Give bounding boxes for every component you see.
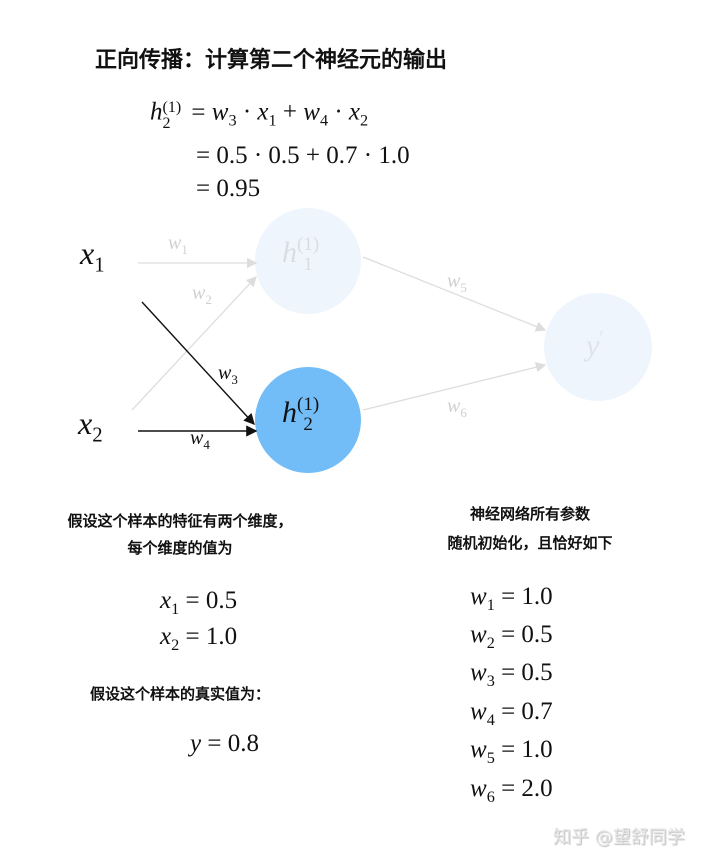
feature-desc-1: 假设这个样本的特征有两个维度， <box>67 512 293 530</box>
feature-x2: x2 = 1.0 <box>160 623 238 654</box>
eq-op: + <box>276 98 304 126</box>
weight-label-w3: w3 <box>218 362 238 387</box>
eq-lhs-sup: (1) <box>162 99 182 116</box>
param-w6: w6 = 2.0 <box>470 775 553 806</box>
eq-w: w <box>211 98 229 126</box>
hidden-node-1-label: h(1)1 <box>282 234 320 275</box>
eq-sub: 3 <box>228 111 237 130</box>
eq-op: · <box>236 98 258 126</box>
hidden-node-2 <box>255 367 361 473</box>
network-diagram <box>131 208 652 473</box>
weight-label-w1: w1 <box>168 232 188 257</box>
params-desc-1: 神经网络所有参数 <box>469 505 590 523</box>
input-x2: x2 <box>78 405 103 447</box>
input-x1: x1 <box>80 235 105 277</box>
eq-sub: 4 <box>319 111 329 130</box>
edge-w3 <box>141 301 255 426</box>
params-desc-2: 随机初始化，且恰好如下 <box>447 534 613 552</box>
output-node-label: y′ <box>586 328 604 362</box>
eq-lhs-sub: 2 <box>162 115 171 132</box>
feature-x1: x1 = 0.5 <box>160 587 238 618</box>
param-w4: w4 = 0.7 <box>470 698 553 729</box>
eq-op: · <box>328 98 349 126</box>
target-desc: 假设这个样本的真实值为： <box>89 685 270 703</box>
edge-w6 <box>362 362 547 411</box>
eq-sub: 1 <box>268 111 277 130</box>
eq-w: w <box>303 98 320 126</box>
output-node <box>544 293 652 401</box>
param-w5: w5 = 1.0 <box>470 736 553 767</box>
hidden-node-2-label: h(1)2 <box>282 394 320 435</box>
weight-label-w6: w6 <box>447 395 467 420</box>
equation-line-2: = 0.5 · 0.5 + 0.7 · 1.0 <box>196 142 410 169</box>
page-title: 正向传播：计算第二个神经元的输出 <box>95 48 448 73</box>
eq-sub: 2 <box>360 111 369 130</box>
hidden-node-1 <box>255 208 361 314</box>
weight-label-w4: w4 <box>190 427 210 452</box>
edge-w2 <box>131 276 257 411</box>
eq-lhs-var: h <box>150 98 163 126</box>
equation-line-1: h(1)2 = w3 · x1 + w4 · x2 <box>150 98 369 132</box>
param-w2: w2 = 0.5 <box>470 621 553 652</box>
target-y: y = 0.8 <box>190 730 259 757</box>
weight-label-w2: w2 <box>192 282 212 307</box>
equation-line-3: = 0.95 <box>196 175 261 202</box>
eq-x: x <box>257 98 269 126</box>
eq-x: x <box>348 98 360 126</box>
param-w3: w3 = 0.5 <box>470 659 553 690</box>
feature-desc-2: 每个维度的值为 <box>127 539 233 557</box>
watermark: 知乎 @望舒同学 <box>553 827 685 848</box>
param-w1: w1 = 1.0 <box>470 583 553 614</box>
weight-label-w5: w5 <box>447 270 467 295</box>
edge-w5 <box>362 256 547 332</box>
eq-equals: = <box>191 98 212 126</box>
